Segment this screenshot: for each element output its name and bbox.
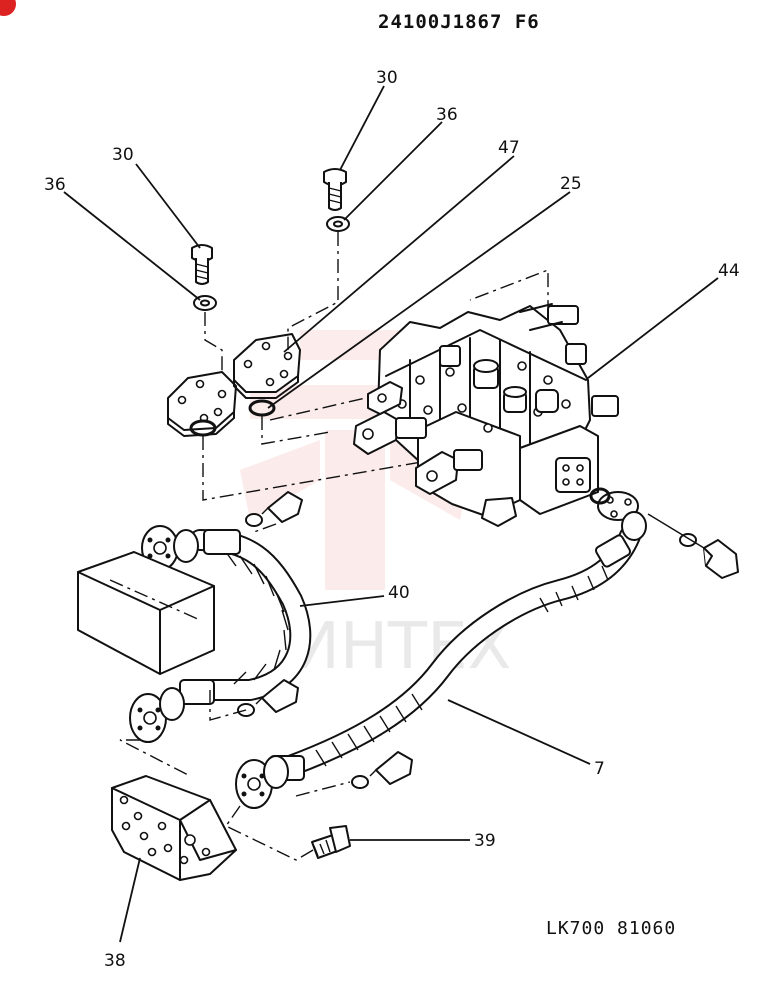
- callout-7: 7: [447, 699, 605, 779]
- alignment-lines-hoses: [119, 523, 351, 861]
- spool-lever-upper: [353, 411, 427, 455]
- washer-36-right: [326, 216, 350, 232]
- spool-lever-lower: [415, 449, 483, 495]
- callout-label: 30: [112, 145, 134, 165]
- hose-7-fitting-top: [594, 511, 647, 568]
- oring-left: [189, 419, 217, 437]
- callout-label: 36: [44, 175, 66, 195]
- callout-label: 25: [560, 174, 582, 194]
- callout-30-right: 30: [339, 68, 398, 171]
- callout-38: 38: [104, 857, 141, 971]
- callout-25: 25: [267, 174, 582, 409]
- corner-marker: [0, 0, 16, 16]
- spool-lever-top: [367, 381, 403, 415]
- bolt-hose40-top: [245, 491, 303, 527]
- bolt-30-right: [323, 168, 347, 211]
- bolt-hose40-bottom: [237, 679, 299, 717]
- hose-40-fitting-top: [141, 525, 241, 571]
- callout-40: 40: [299, 583, 410, 607]
- callout-label: 7: [594, 759, 605, 779]
- callouts: 30 36 30 36 47 25 44 40: [44, 68, 740, 971]
- callout-36-left: 36: [44, 175, 201, 301]
- bolt-39: [311, 825, 351, 859]
- callout-label: 44: [718, 261, 740, 281]
- hose-40-fitting-bottom: [129, 679, 215, 743]
- callout-39: 39: [350, 831, 496, 851]
- drawing-footer-code: LK700 81060: [546, 918, 676, 939]
- manifold-block-38: [111, 775, 237, 881]
- callout-30-left: 30: [112, 145, 201, 249]
- callout-label: 36: [436, 105, 458, 125]
- callout-label: 30: [376, 68, 398, 88]
- mounting-block-left: [77, 551, 215, 675]
- callout-label: 40: [388, 583, 410, 603]
- bolt-30-left: [191, 244, 213, 285]
- bolt-right-hose: [647, 513, 739, 579]
- drawing-header-code: 24100J1867 F6: [378, 11, 540, 33]
- callout-label: 39: [474, 831, 496, 851]
- hose-7-fitting-bottom: [235, 755, 305, 809]
- callout-44: 44: [587, 261, 740, 379]
- flange-plate-47: [233, 333, 301, 399]
- callout-36-right: 36: [343, 105, 458, 221]
- oring-25: [248, 399, 276, 417]
- hose-7: [235, 511, 647, 809]
- callout-label: 47: [498, 138, 520, 158]
- callout-47: 47: [283, 138, 520, 353]
- flange-plate-left: [167, 371, 237, 437]
- callout-label: 38: [104, 951, 126, 971]
- hose-40: [129, 525, 312, 743]
- control-valve-44: [353, 303, 619, 527]
- bolt-hose7-bottom: [351, 751, 413, 789]
